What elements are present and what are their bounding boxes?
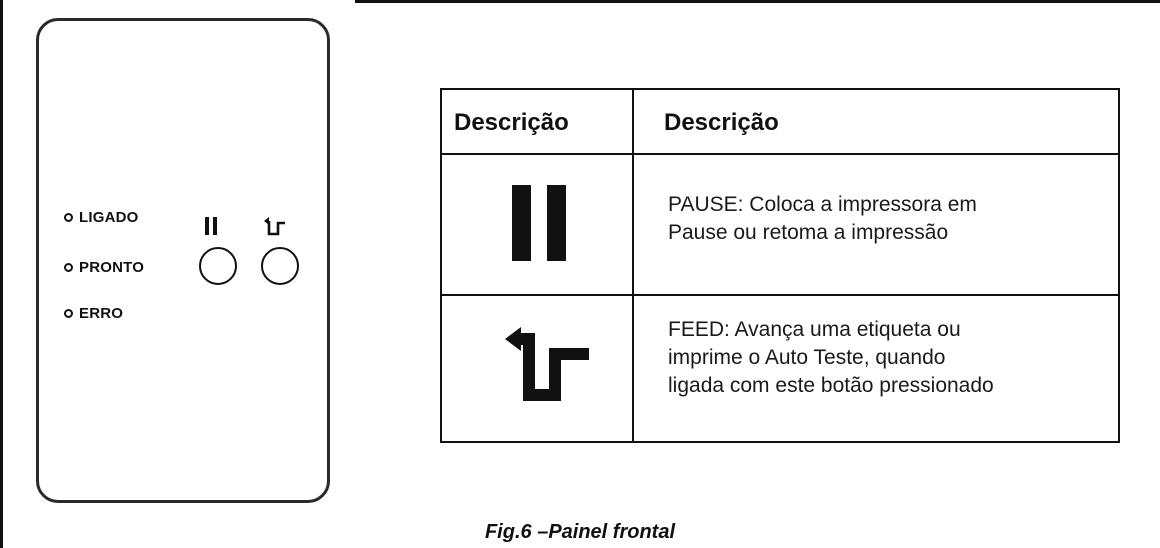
led-label: LIGADO — [79, 209, 139, 226]
led-pronto: PRONTO — [64, 259, 144, 276]
feed-icon — [264, 217, 285, 236]
description-line: imprime o Auto Teste, quando — [668, 346, 946, 369]
table-row-divider — [442, 153, 1118, 155]
description-line: Pause ou retoma a impressão — [668, 221, 949, 244]
table-header-description: Descrição — [664, 109, 779, 136]
led-indicator — [64, 213, 73, 222]
table-column-divider — [632, 90, 634, 441]
pause-icon — [205, 217, 217, 235]
figure-caption: Fig.6 –Painel frontal — [484, 521, 676, 543]
feed-description: FEED: Avança uma etiqueta ou imprime o A… — [668, 316, 994, 400]
description-line: PAUSE: Coloca a impressora em — [668, 193, 977, 216]
led-label: PRONTO — [79, 259, 145, 276]
table-header-icon: Descrição — [454, 109, 569, 136]
description-line: FEED: Avança uma etiqueta ou — [668, 318, 961, 341]
pause-icon — [512, 185, 566, 261]
led-indicator — [64, 309, 73, 318]
feed-button[interactable] — [261, 247, 299, 285]
led-erro: ERRO — [64, 305, 123, 322]
frame-left-border — [0, 0, 3, 548]
led-label: ERRO — [79, 305, 124, 322]
table-row-divider — [442, 294, 1118, 296]
pause-description: PAUSE: Coloca a impressora em Pause ou r… — [668, 191, 977, 247]
front-panel: LIGADO PRONTO ERRO — [36, 18, 330, 503]
feed-icon — [505, 327, 589, 401]
pause-button[interactable] — [199, 247, 237, 285]
frame-top-border — [355, 0, 1160, 3]
button-description-table: Descrição Descrição PAUSE: Coloca a impr… — [440, 88, 1120, 443]
led-ligado: LIGADO — [64, 209, 139, 226]
description-line: ligada com este botão pressionado — [668, 374, 994, 397]
led-indicator — [64, 263, 73, 272]
